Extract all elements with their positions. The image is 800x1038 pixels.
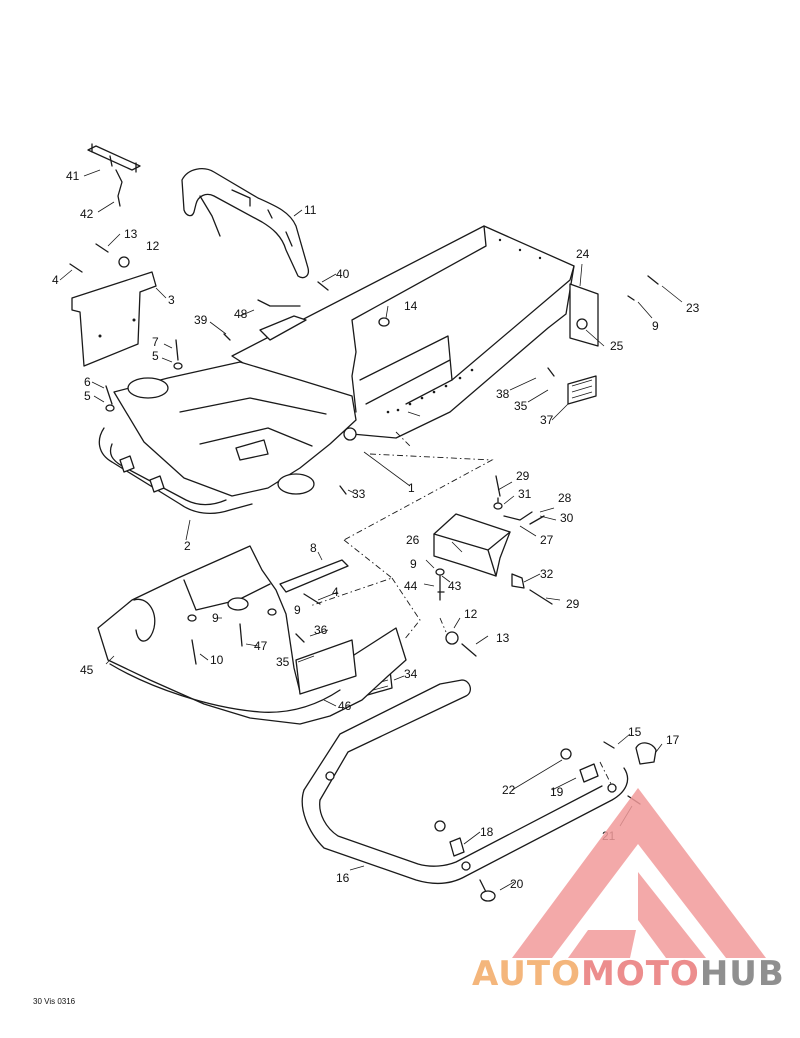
callout-42: 42 bbox=[80, 207, 94, 221]
part-16-rear-bumper bbox=[301, 679, 629, 885]
callout-45: 45 bbox=[80, 663, 94, 677]
callout-17: 17 bbox=[666, 733, 680, 747]
callout-47: 47 bbox=[254, 639, 268, 653]
callout-24: 24 bbox=[576, 247, 590, 261]
callout-32: 32 bbox=[540, 567, 554, 581]
part-45-belly-pan bbox=[97, 545, 407, 725]
callout-2: 2 bbox=[184, 539, 191, 553]
part-24-rear-plate bbox=[569, 283, 599, 347]
callout-12: 12 bbox=[146, 239, 160, 253]
callout-1: 1 bbox=[408, 481, 415, 495]
callout-5: 5 bbox=[152, 349, 159, 363]
assembly-lines bbox=[309, 431, 613, 787]
callout-41: 41 bbox=[66, 169, 80, 183]
callout-18: 18 bbox=[480, 825, 494, 839]
callout-39: 39 bbox=[194, 313, 208, 327]
callout-37: 37 bbox=[540, 413, 554, 427]
part-11-handle bbox=[181, 168, 310, 279]
callout-9: 9 bbox=[294, 603, 301, 617]
callout-35: 35 bbox=[276, 655, 290, 669]
callout-11: 11 bbox=[304, 203, 317, 217]
callout-26: 26 bbox=[406, 533, 420, 547]
leader-lines bbox=[59, 169, 683, 891]
callout-9: 9 bbox=[410, 557, 417, 571]
callout-22: 22 bbox=[502, 783, 516, 797]
callout-14: 14 bbox=[404, 299, 418, 313]
callout-38: 38 bbox=[496, 387, 510, 401]
callout-46: 46 bbox=[338, 699, 352, 713]
part-41-bracket bbox=[87, 143, 141, 207]
callout-6: 6 bbox=[84, 375, 91, 389]
callout-16: 16 bbox=[336, 871, 350, 885]
part-1-chassis-tunnel bbox=[113, 225, 575, 497]
watermark-hub: HUB bbox=[699, 954, 785, 994]
callout-9: 9 bbox=[652, 319, 659, 333]
callout-34: 34 bbox=[404, 667, 418, 681]
callout-43: 43 bbox=[448, 579, 462, 593]
callout-35: 35 bbox=[514, 399, 528, 413]
callout-4: 4 bbox=[332, 585, 339, 599]
callout-4: 4 bbox=[52, 273, 59, 287]
callout-3: 3 bbox=[168, 293, 175, 307]
part-3-cover-plate bbox=[71, 271, 157, 367]
callout-28: 28 bbox=[558, 491, 572, 505]
drawing-reference-code: 30 Vis 0316 bbox=[33, 997, 76, 1006]
watermark-auto: AUTO bbox=[472, 954, 581, 994]
callout-10: 10 bbox=[210, 653, 224, 667]
callout-33: 33 bbox=[352, 487, 366, 501]
part-8-strip bbox=[279, 559, 349, 593]
callout-29: 29 bbox=[566, 597, 580, 611]
callout-13: 13 bbox=[124, 227, 138, 241]
callout-31: 31 bbox=[518, 487, 532, 501]
callout-9: 9 bbox=[212, 611, 219, 625]
callout-40: 40 bbox=[336, 267, 350, 281]
callout-labels: 1 2 3 4 4 5 5 6 7 8 9 9 9 9 10 11 12 12 … bbox=[52, 169, 700, 891]
callout-44: 44 bbox=[404, 579, 418, 593]
callout-8: 8 bbox=[310, 541, 317, 555]
watermark-moto: MOTO bbox=[580, 954, 700, 994]
watermark-text: AUTOMOTOHUB bbox=[472, 954, 785, 994]
callout-7: 7 bbox=[152, 335, 159, 349]
part-37-decal bbox=[567, 375, 597, 405]
callout-36: 36 bbox=[314, 623, 328, 637]
callout-5: 5 bbox=[84, 389, 91, 403]
callout-30: 30 bbox=[560, 511, 574, 525]
callout-20: 20 bbox=[510, 877, 524, 891]
watermark-logo-icon bbox=[512, 788, 766, 958]
callout-25: 25 bbox=[610, 339, 624, 353]
callout-15: 15 bbox=[628, 725, 642, 739]
callout-19: 19 bbox=[550, 785, 564, 799]
hardware bbox=[69, 243, 659, 902]
callout-12: 12 bbox=[464, 607, 478, 621]
callout-13: 13 bbox=[496, 631, 510, 645]
callout-29: 29 bbox=[516, 469, 530, 483]
part-2-front-bumper bbox=[98, 427, 253, 515]
callout-27: 27 bbox=[540, 533, 554, 547]
part-26-box bbox=[433, 513, 511, 577]
callout-48: 48 bbox=[234, 307, 248, 321]
callout-23: 23 bbox=[686, 301, 700, 315]
